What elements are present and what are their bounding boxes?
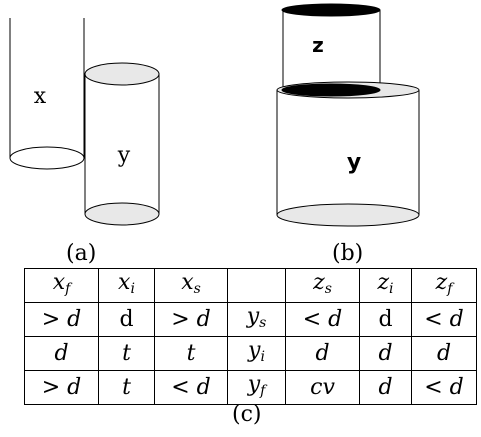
- cylinder-z: z: [281, 3, 381, 90]
- table-cell: < d: [411, 370, 477, 405]
- cell-subscript: f: [260, 382, 266, 399]
- cell-symbol: y: [247, 371, 261, 397]
- cylinder-big-y-bottom: [276, 203, 420, 227]
- table-cell: xs: [154, 268, 228, 303]
- cylinder-x-label: x: [34, 84, 47, 109]
- caption-b: (b): [332, 241, 364, 266]
- table-cell: t: [98, 370, 155, 405]
- cylinder-z-top: [281, 3, 381, 17]
- cell-subscript: f: [447, 280, 453, 297]
- cell-symbol: x: [118, 269, 131, 295]
- caption-c: (c): [232, 402, 262, 427]
- table-cell: xf: [24, 268, 99, 303]
- cylinder-y-bottom: [84, 202, 160, 226]
- caption-a: (a): [66, 241, 97, 266]
- table-cell: [227, 268, 286, 303]
- table-cell: d: [24, 336, 99, 371]
- table-cell: < d: [154, 370, 228, 405]
- cell-subscript: s: [259, 314, 267, 331]
- table-cell: d: [285, 336, 360, 371]
- cylinder-y-top: [84, 62, 160, 86]
- cylinder-y-label: y: [117, 143, 131, 168]
- cylinder-x-bottom: [9, 146, 85, 170]
- cell-subscript: i: [389, 280, 394, 297]
- cell-subscript: i: [130, 280, 135, 297]
- cell-symbol: z: [435, 269, 448, 295]
- table-cell: cv: [285, 370, 360, 405]
- table-cell: zi: [359, 268, 412, 303]
- table-cell: zf: [411, 268, 477, 303]
- table-cell: yi: [227, 336, 286, 371]
- cell-symbol: z: [313, 269, 325, 295]
- cylinder-z-label: z: [312, 33, 324, 57]
- table-cell: > d: [24, 302, 99, 337]
- cylinder-z-bottom: [281, 83, 381, 97]
- table-cell: > d: [154, 302, 228, 337]
- cell-symbol: x: [181, 269, 194, 295]
- table-cell: t: [154, 336, 228, 371]
- cell-symbol: x: [52, 269, 66, 295]
- table-cell: d: [411, 336, 477, 371]
- table-cell: < d: [411, 302, 477, 337]
- table-cell: d: [359, 336, 412, 371]
- table-cell: xi: [98, 268, 155, 303]
- cylinder-x: x: [9, 18, 85, 170]
- cell-subscript: f: [65, 280, 71, 297]
- cell-subscript: i: [260, 348, 265, 365]
- table-cell: < d: [285, 302, 360, 337]
- table-cell: t: [98, 336, 155, 371]
- table-cell: yf: [227, 370, 286, 405]
- cell-symbol: y: [248, 337, 261, 363]
- cell-subscript: s: [193, 280, 201, 297]
- table-cell: d: [359, 370, 412, 405]
- table-cell: d: [98, 302, 155, 337]
- cell-subscript: s: [324, 280, 332, 297]
- cylinder-y: y: [84, 62, 160, 226]
- cylinder-big-y: y: [276, 81, 420, 227]
- cylinder-big-y-label: y: [347, 150, 361, 175]
- cell-symbol: y: [246, 303, 260, 329]
- table-cell: d: [359, 302, 412, 337]
- table-cell: zs: [285, 268, 360, 303]
- table-cell: ys: [227, 302, 286, 337]
- table-cell: > d: [24, 370, 99, 405]
- cell-symbol: z: [377, 269, 390, 295]
